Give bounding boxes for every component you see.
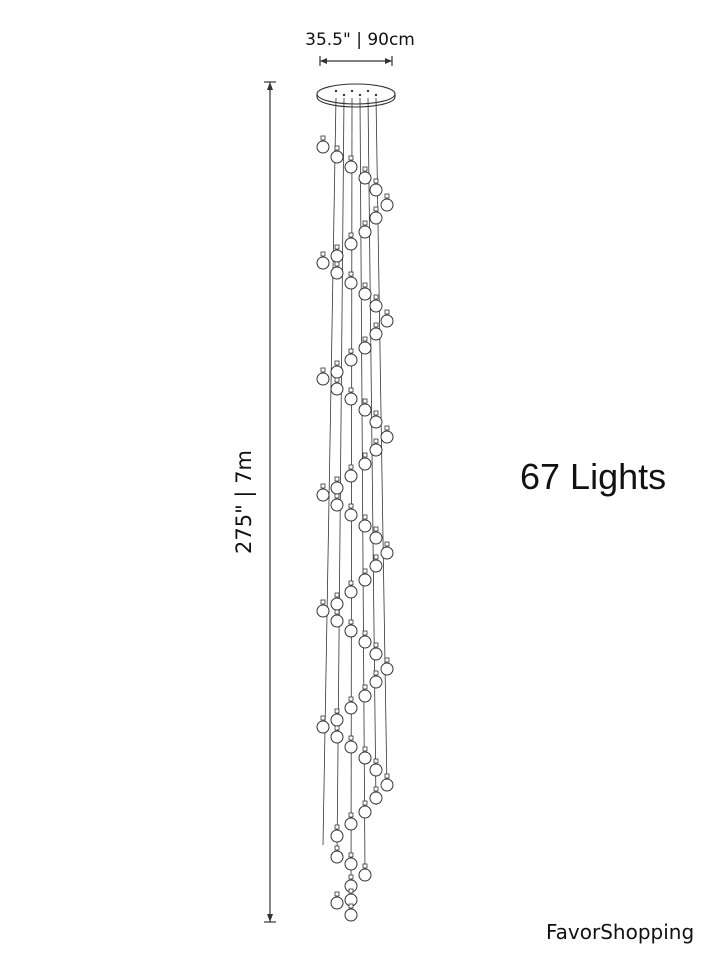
pendant-globe	[358, 398, 372, 417]
pendant-globe	[369, 322, 383, 341]
canopy-hole	[366, 89, 370, 93]
pendant-globe	[369, 410, 383, 429]
pendant-globe	[380, 309, 394, 328]
canopy-holes	[334, 89, 378, 97]
pendant-globe	[380, 425, 394, 444]
pendant-globe	[369, 642, 383, 661]
pendant-globe	[344, 852, 358, 871]
pendant-globe	[330, 493, 344, 512]
pendant-globe	[344, 580, 358, 599]
width-dimension-line	[319, 56, 393, 66]
pendant-globe	[369, 438, 383, 457]
canopy-hole	[342, 93, 346, 97]
pendant-globe	[358, 336, 372, 355]
height-dimension-line	[264, 81, 276, 923]
pendant-globe	[369, 786, 383, 805]
pendant-globe	[358, 863, 372, 882]
pendant-globe	[380, 657, 394, 676]
pendant-globe	[330, 845, 344, 864]
pendant-globe	[330, 824, 344, 843]
pendant-globe	[358, 166, 372, 185]
brand-watermark: FavorShopping	[546, 920, 695, 944]
height-dimension-label: 275" | 7m	[232, 450, 256, 554]
pendant-globe	[330, 145, 344, 164]
ceiling-canopy	[316, 83, 396, 108]
pendant-globe	[344, 735, 358, 754]
pendant-wire	[322, 97, 337, 846]
pendant-globe	[344, 812, 358, 831]
pendant-globe	[369, 758, 383, 777]
pendant-globe	[344, 696, 358, 715]
pendant-globe	[358, 800, 372, 819]
pendant-globe	[330, 261, 344, 280]
canopy-hole	[374, 93, 378, 97]
pendant-globe	[330, 244, 344, 263]
pendant-globe	[330, 476, 344, 495]
canopy-hole	[350, 89, 354, 93]
pendant-globe	[344, 503, 358, 522]
pendant-globe	[344, 348, 358, 367]
pendant-globe	[330, 725, 344, 744]
pendant-globe	[369, 178, 383, 197]
canopy-hole	[358, 93, 362, 97]
pendant-globe	[369, 554, 383, 573]
pendant-globe	[330, 609, 344, 628]
pendant-globe	[344, 464, 358, 483]
pendant-globe	[344, 888, 358, 907]
pendant-globe	[316, 483, 330, 502]
pendant-globe	[369, 206, 383, 225]
pendant-globe	[330, 891, 344, 910]
pendant-globe	[344, 155, 358, 174]
pendant-globe	[380, 193, 394, 212]
pendant-globe	[369, 670, 383, 689]
width-dimension-label: 35.5" | 90cm	[305, 30, 415, 50]
pendant-globe	[369, 294, 383, 313]
pendant-globe	[330, 708, 344, 727]
pendant-globe	[344, 387, 358, 406]
pendant-globe	[358, 282, 372, 301]
pendant-globe	[316, 135, 330, 154]
pendant-globe	[380, 541, 394, 560]
pendant-globe	[344, 903, 358, 922]
pendant-globe	[330, 592, 344, 611]
pendant-globe	[358, 630, 372, 649]
pendant-globe	[358, 220, 372, 239]
pendant-globes	[316, 135, 394, 922]
pendant-globe	[358, 568, 372, 587]
pendant-globe	[358, 684, 372, 703]
lights-count-label: 67 Lights	[520, 456, 667, 497]
canopy-hole	[334, 89, 338, 93]
pendant-globe	[358, 514, 372, 533]
pendant-globe	[344, 232, 358, 251]
pendant-globe	[344, 619, 358, 638]
pendant-globe	[316, 599, 330, 618]
pendant-globe	[380, 773, 394, 792]
pendant-globe	[358, 452, 372, 471]
pendant-globe	[316, 367, 330, 386]
pendant-globe	[316, 251, 330, 270]
pendant-globe	[330, 377, 344, 396]
pendant-globe	[316, 715, 330, 734]
pendant-globe	[369, 526, 383, 545]
pendant-globe	[344, 271, 358, 290]
pendant-globe	[358, 746, 372, 765]
